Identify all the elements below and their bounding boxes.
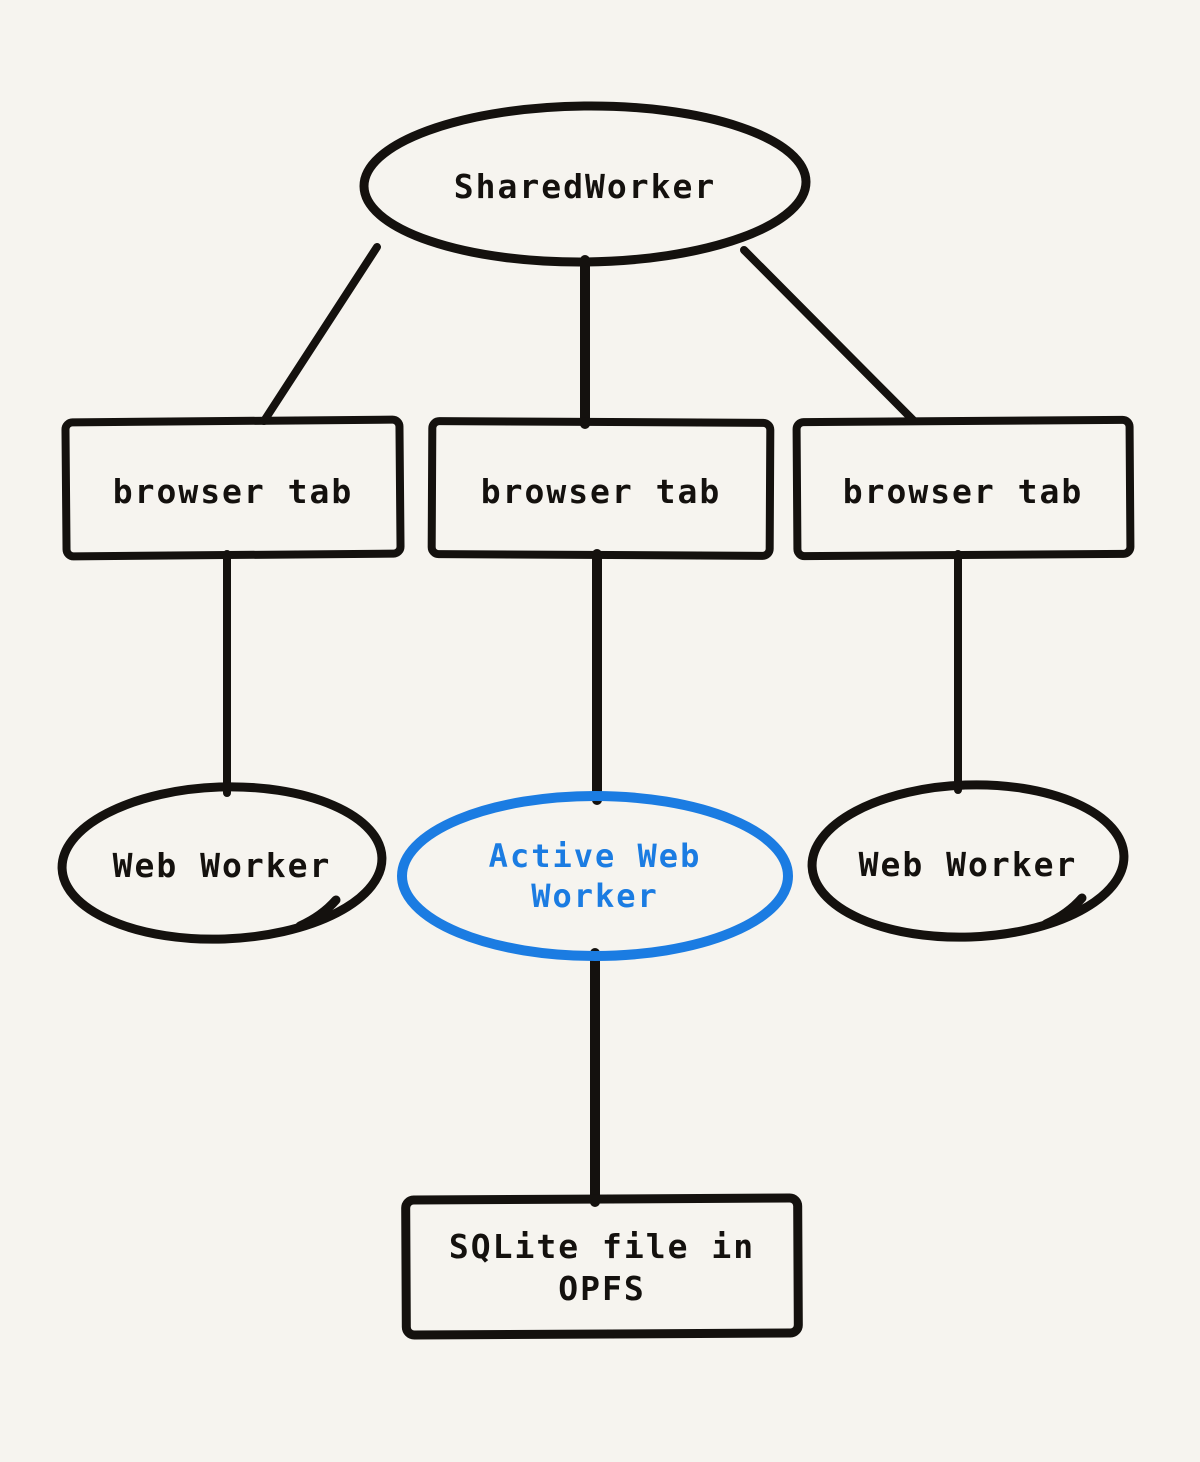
browser-tab-2-box — [427, 417, 775, 560]
browser-tab-3-label: browser tab — [842, 472, 1084, 511]
active-web-worker-label: Active Web Worker — [488, 837, 702, 916]
web-worker-right-ellipse — [807, 780, 1129, 942]
edge-sharedworker-tab3 — [740, 246, 918, 425]
browser-tab-3-box — [792, 415, 1135, 561]
sqlite-box — [401, 1193, 803, 1340]
web-worker-left-label: Web Worker — [112, 846, 332, 885]
browser-tab-1-box — [61, 415, 405, 561]
web-worker-left-pen-tail — [295, 895, 341, 931]
active-web-worker-ellipse — [397, 791, 793, 961]
web-worker-left-ellipse — [57, 782, 387, 944]
browser-tab-2-label: browser tab — [480, 472, 722, 511]
web-worker-right-label: Web Worker — [858, 845, 1078, 884]
edge-sharedworker-tab1 — [260, 243, 381, 425]
sqlite-label: SQLite file in OPFS — [448, 1227, 756, 1308]
shared-worker-ellipse — [359, 101, 811, 267]
shared-worker-label: SharedWorker — [453, 167, 717, 206]
browser-tab-1-label: browser tab — [112, 472, 354, 511]
web-worker-right-pen-tail — [1041, 893, 1087, 929]
